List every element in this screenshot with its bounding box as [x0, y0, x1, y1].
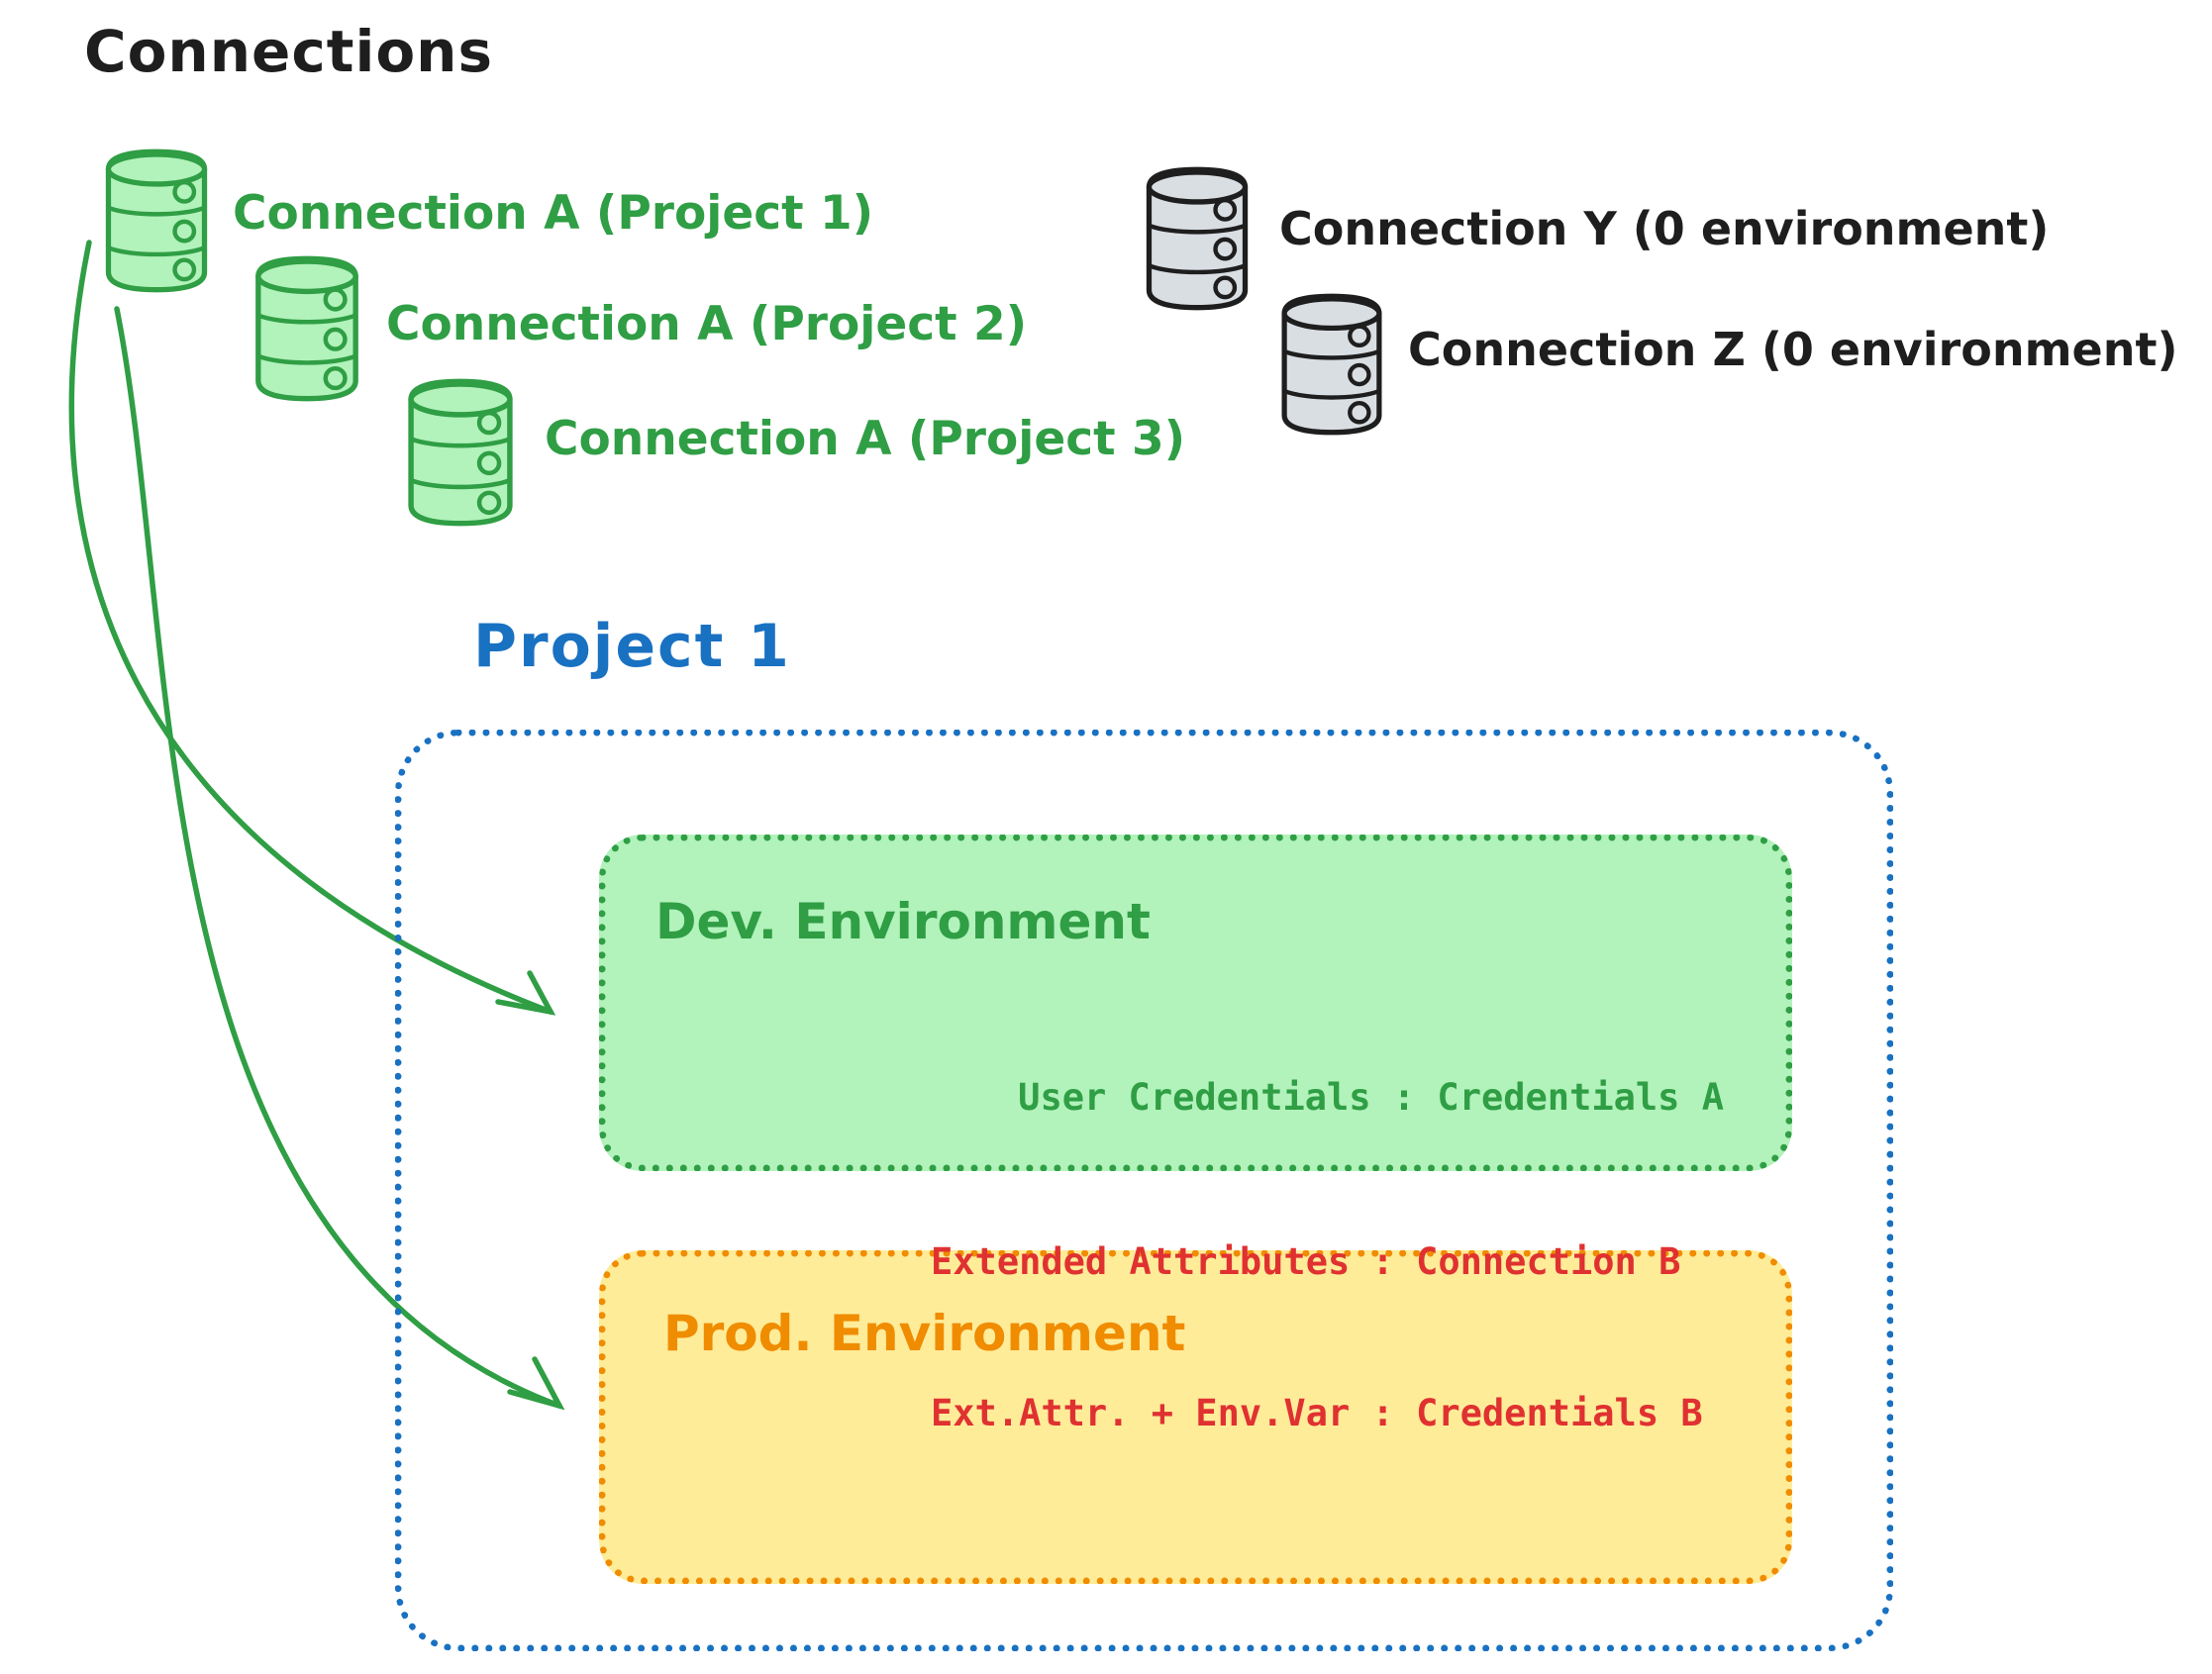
- db-cylinder-icon-project-1: [97, 147, 216, 295]
- db-cylinder-icon-connection-z: [1275, 291, 1388, 438]
- connection-a-project-1-label: Connection A (Project 1): [233, 186, 874, 241]
- connection-a-project-3-label: Connection A (Project 3): [545, 412, 1186, 466]
- connection-y-label: Connection Y (0 environment): [1279, 202, 2050, 255]
- db-cylinder-icon-project-3: [402, 374, 519, 531]
- project-1-title: Project 1: [473, 612, 791, 681]
- prod-credentials-mappings: Extended Attributes : Connection B Ext.A…: [931, 1135, 1703, 1539]
- prod-environment-title: Prod. Environment: [663, 1305, 1186, 1362]
- connections-title: Connections: [84, 18, 493, 85]
- connection-z-label: Connection Z (0 environment): [1408, 323, 2178, 376]
- prod-mapping-ext-attr-env-var: Ext.Attr. + Env.Var : Credentials B: [931, 1391, 1703, 1434]
- project-1-box: [395, 730, 1893, 1651]
- prod-mapping-extended-attributes: Extended Attributes : Connection B: [931, 1239, 1681, 1283]
- prod-environment-box: Prod. Environment Extended Attributes : …: [599, 1240, 1792, 1584]
- db-cylinder-icon-project-2: [248, 253, 366, 404]
- dev-environment-box: Dev. Environment User Credentials : Cred…: [599, 835, 1792, 1171]
- connection-a-project-2-label: Connection A (Project 2): [386, 297, 1028, 351]
- db-cylinder-icon-connection-y: [1139, 164, 1256, 313]
- dev-credentials-mapping: User Credentials : Credentials A: [1018, 1075, 1724, 1119]
- dev-environment-title: Dev. Environment: [655, 893, 1151, 950]
